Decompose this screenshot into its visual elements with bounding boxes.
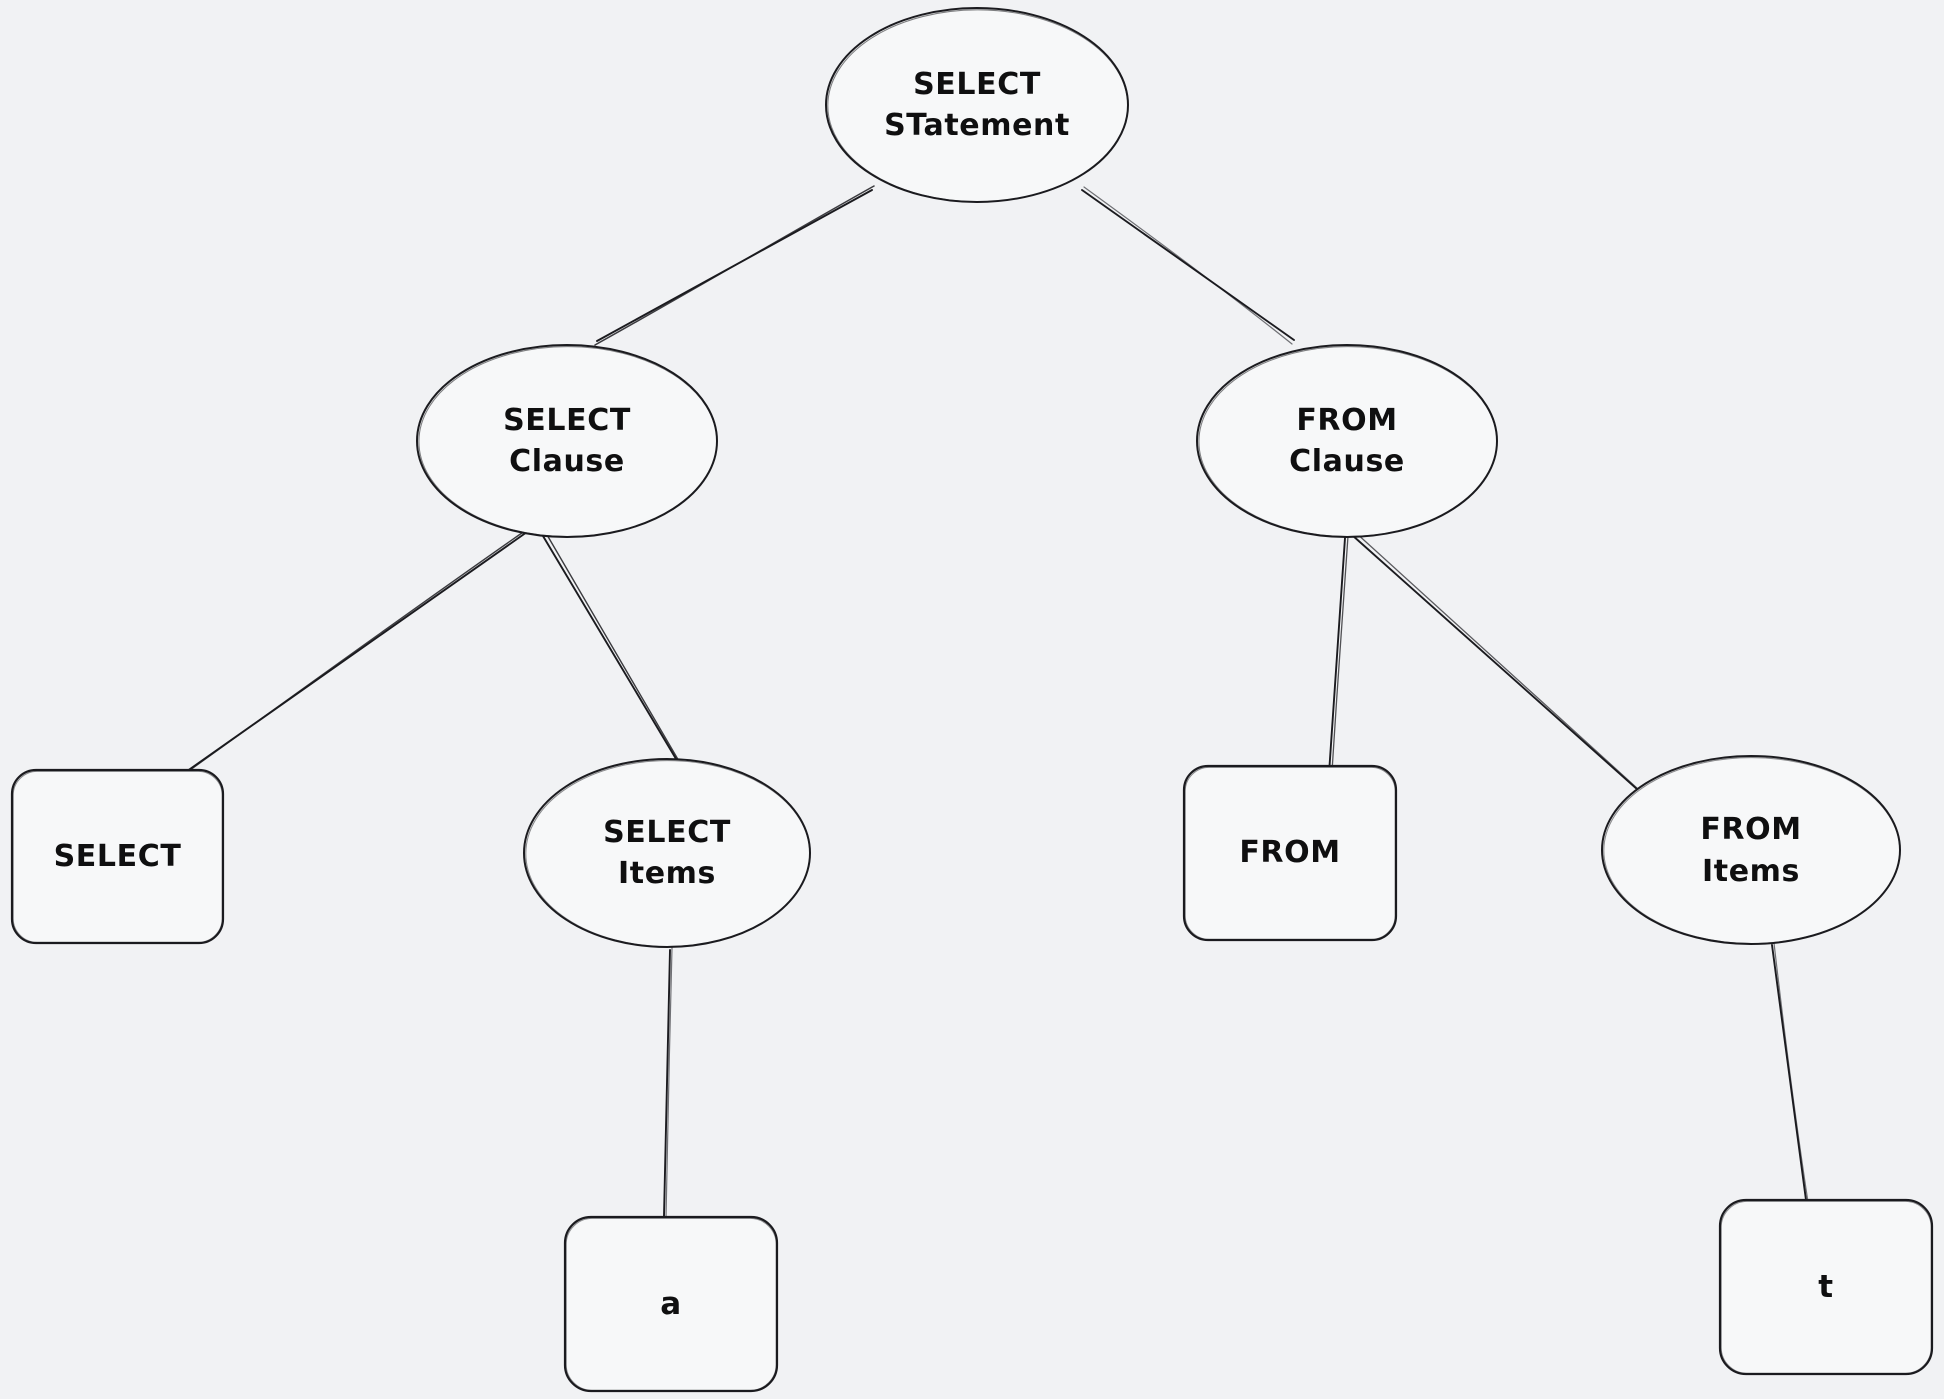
node-from-item-t[interactable]: t: [1718, 1198, 1934, 1376]
rounded-rect-shape: [563, 1215, 779, 1393]
ellipse-shape: [825, 7, 1129, 203]
edge-select-statement-to-select-clause: [594, 185, 875, 346]
node-label: FROM: [1239, 835, 1341, 871]
node-from-terminal[interactable]: FROM: [1182, 764, 1398, 942]
node-select-statement[interactable]: SELECT STatement: [824, 5, 1130, 205]
rounded-rect-shape: [10, 768, 225, 945]
ellipse-shape: [416, 344, 718, 538]
node-select-item-a[interactable]: a: [563, 1215, 779, 1393]
node-label: a: [660, 1285, 682, 1322]
node-from-clause[interactable]: FROM Clause: [1195, 342, 1499, 540]
edge-select-items-to-a: [663, 947, 673, 1219]
node-select-clause[interactable]: SELECT Clause: [415, 342, 719, 540]
node-label: FROM Clause: [1289, 402, 1405, 479]
ellipse-shape: [1601, 755, 1901, 945]
edge-from-items-to-t: [1771, 942, 1809, 1203]
node-label: SELECT STatement: [884, 66, 1070, 143]
node-label: SELECT: [53, 838, 182, 874]
node-label: t: [1818, 1268, 1834, 1305]
node-select-terminal[interactable]: SELECT: [10, 768, 225, 945]
edge-select-clause-to-select-items: [539, 527, 698, 793]
node-label: SELECT Items: [603, 814, 731, 891]
rounded-rect-shape: [1718, 1198, 1934, 1376]
edge-select-statement-to-from-clause: [1081, 186, 1295, 345]
node-select-items[interactable]: SELECT Items: [522, 756, 812, 950]
node-label: SELECT Clause: [503, 402, 631, 479]
edge-select-clause-to-select-terminal: [142, 527, 530, 805]
node-from-items[interactable]: FROM Items: [1600, 753, 1902, 948]
ellipse-shape: [1196, 344, 1498, 538]
node-label: FROM Items: [1700, 812, 1802, 889]
ellipse-shape: [523, 758, 811, 948]
rounded-rect-shape: [1182, 764, 1398, 942]
